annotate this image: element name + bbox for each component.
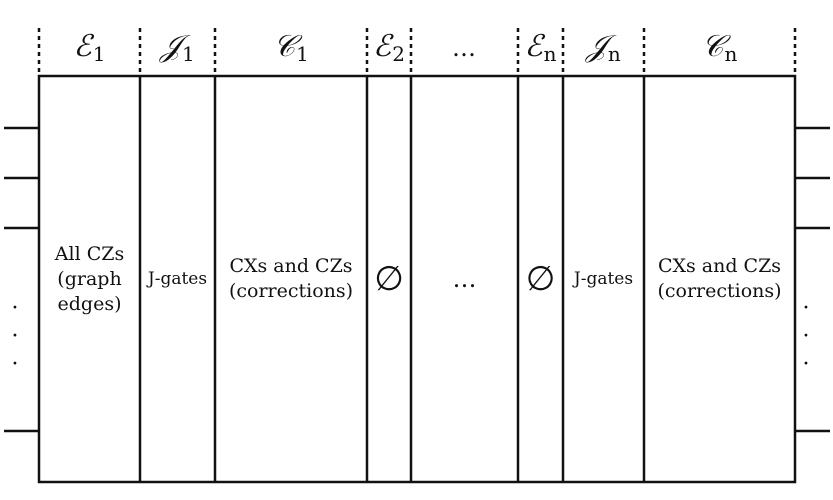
- header-symbol: …: [452, 34, 477, 62]
- header-symbol: 𝒥: [586, 28, 607, 64]
- cell-label: CXs and CZs (corrections): [228, 255, 354, 302]
- header-symbol: 𝒞: [701, 28, 724, 64]
- cell-cn: CXs and CZs (corrections): [644, 76, 795, 482]
- header-symbol: 𝒥: [160, 28, 181, 64]
- cell-e2: ∅: [367, 76, 411, 482]
- cell-label: CXs and CZs (corrections): [657, 255, 782, 302]
- cell-c1: CXs and CZs (corrections): [215, 76, 367, 482]
- header-subscript: 1: [181, 42, 195, 66]
- header-ellipsis: …: [411, 28, 518, 68]
- cell-jn: J-gates: [563, 76, 644, 482]
- ellipsis-symbol: …: [452, 264, 477, 293]
- header-subscript: 2: [392, 42, 405, 66]
- circuit-box: [37, 74, 797, 484]
- header-symbol: ℰ: [373, 28, 392, 64]
- header-subscript: n: [607, 42, 621, 66]
- header-symbol: ℰ: [524, 28, 543, 64]
- header-subscript: 1: [92, 42, 106, 66]
- cell-label: All CZs (graph edges): [54, 242, 125, 315]
- wire-ellipsis-right: · · ·: [802, 296, 810, 377]
- header-subscript: n: [724, 42, 738, 66]
- empty-set-symbol: ∅: [374, 258, 404, 299]
- header-symbol: 𝒞: [273, 28, 296, 64]
- header-subscript: 1: [296, 42, 309, 66]
- empty-set-symbol: ∅: [525, 258, 556, 299]
- wire-ellipsis-left: · · ·: [11, 296, 19, 377]
- cell-j1: J-gates: [140, 76, 215, 482]
- cell-label: J-gates: [147, 268, 208, 289]
- cell-label: J-gates: [573, 268, 634, 289]
- header-subscript: n: [543, 42, 557, 66]
- cell-en: ∅: [518, 76, 563, 482]
- header-symbol: ℰ: [73, 28, 92, 64]
- cell-ellipsis: …: [411, 76, 518, 482]
- cell-e1: All CZs (graph edges): [39, 76, 140, 482]
